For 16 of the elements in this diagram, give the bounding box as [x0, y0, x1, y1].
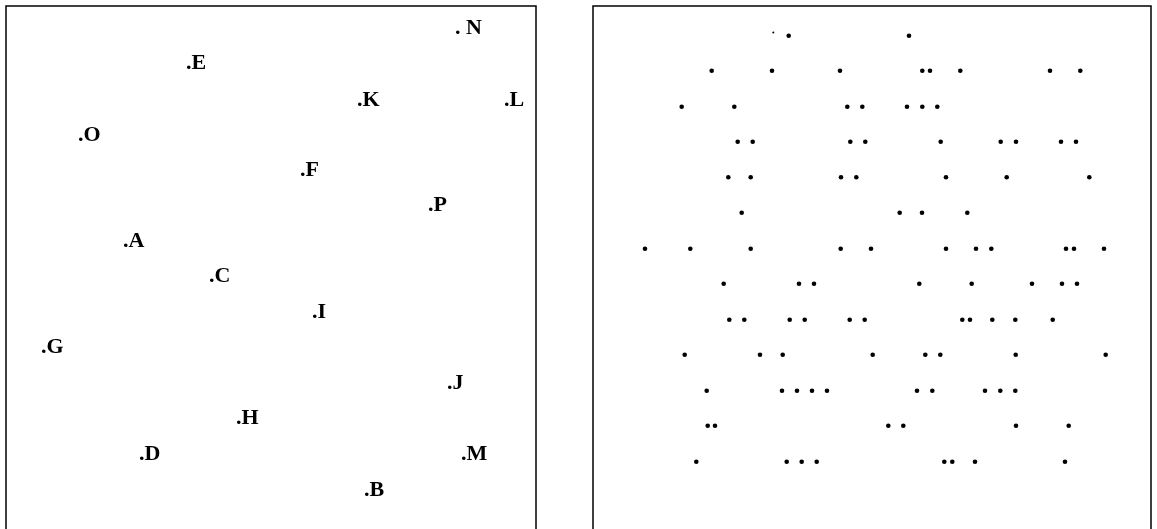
- point-label: .G: [41, 333, 64, 359]
- point-label: .E: [186, 49, 207, 75]
- point-label: .M: [461, 440, 488, 466]
- point-label: .P: [428, 191, 447, 217]
- point-label: .F: [300, 156, 319, 182]
- point-label: .O: [78, 121, 101, 147]
- point-label: .H: [236, 404, 259, 430]
- point-label: .A: [123, 227, 145, 253]
- point-label: .C: [209, 262, 231, 288]
- point-label: .D: [139, 440, 161, 466]
- point-label: .K: [357, 86, 380, 112]
- point-label: . N: [455, 14, 482, 40]
- point-label: .L: [504, 86, 525, 112]
- point-label: .I: [312, 298, 327, 324]
- point-label: .J: [447, 369, 464, 395]
- point-label: .B: [364, 476, 385, 502]
